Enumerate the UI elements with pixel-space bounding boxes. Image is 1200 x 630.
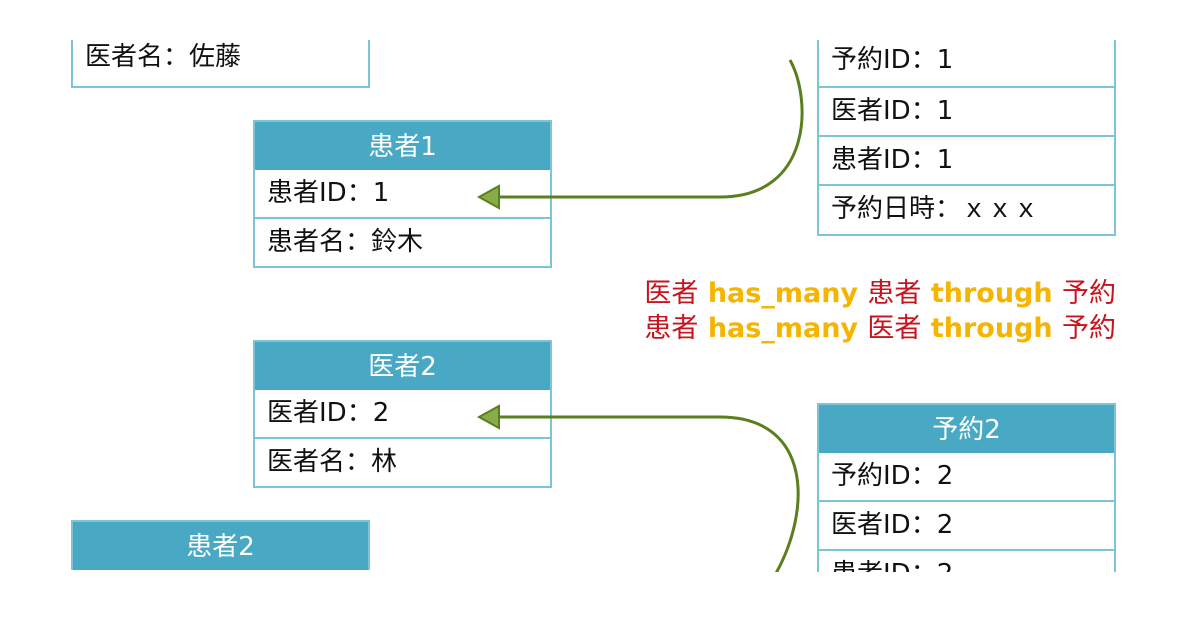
table-row: 予約日時：ｘｘｘ <box>819 186 1114 236</box>
table-row: 患者ID：1 <box>255 170 550 219</box>
table-row: 医者ID：1 <box>819 88 1114 137</box>
arrowhead-icon <box>476 184 500 210</box>
table-row: 医者ID：2 <box>819 502 1114 551</box>
table-row: 医者名：佐藤 <box>73 40 368 88</box>
table-title: 患者1 <box>255 120 550 170</box>
doctor1-table: 医者名：佐藤 <box>71 40 370 88</box>
note-entity: 患者 <box>644 313 699 344</box>
table-row: 患者ID：2 <box>819 551 1114 572</box>
relation-note-1: 医者 has_many 患者 through 予約 <box>644 276 1116 311</box>
relation-note-2: 患者 has_many 医者 through 予約 <box>644 311 1116 346</box>
diagram-canvas: 医者名：佐藤 患者1 患者ID：1 患者名：鈴木 予約ID：1 医者ID：1 患… <box>0 40 1200 572</box>
note-keyword: has_many <box>707 313 859 344</box>
connectors <box>476 59 804 572</box>
table-row: 医者名：林 <box>255 439 550 488</box>
arrowhead-icon <box>476 404 500 430</box>
note-entity: 患者 <box>867 278 922 309</box>
patient2-table: 患者2 <box>71 520 370 570</box>
table-row: 予約ID：2 <box>819 453 1114 502</box>
note-entity: 医者 <box>644 278 699 309</box>
table-row: 患者名：鈴木 <box>255 219 550 268</box>
table-title: 医者2 <box>255 340 550 390</box>
table-row: 予約ID：1 <box>819 40 1114 88</box>
note-entity: 予約 <box>1062 313 1116 344</box>
table-title: 患者2 <box>73 520 368 570</box>
reservation2-table: 予約2 予約ID：2 医者ID：2 患者ID：2 <box>817 403 1116 572</box>
reservation1-table: 予約ID：1 医者ID：1 患者ID：1 予約日時：ｘｘｘ <box>817 40 1116 236</box>
table-row: 医者ID：2 <box>255 390 550 439</box>
note-entity: 医者 <box>867 313 922 344</box>
note-entity: 予約 <box>1062 278 1116 309</box>
doctor2-table: 医者2 医者ID：2 医者名：林 <box>253 340 552 488</box>
note-keyword: through <box>930 278 1053 309</box>
patient1-table: 患者1 患者ID：1 患者名：鈴木 <box>253 120 552 268</box>
note-keyword: through <box>930 313 1053 344</box>
note-keyword: has_many <box>707 278 859 309</box>
connector-line <box>498 59 804 199</box>
table-title: 予約2 <box>819 403 1114 453</box>
table-row: 患者ID：1 <box>819 137 1114 186</box>
connector-line <box>498 415 800 572</box>
